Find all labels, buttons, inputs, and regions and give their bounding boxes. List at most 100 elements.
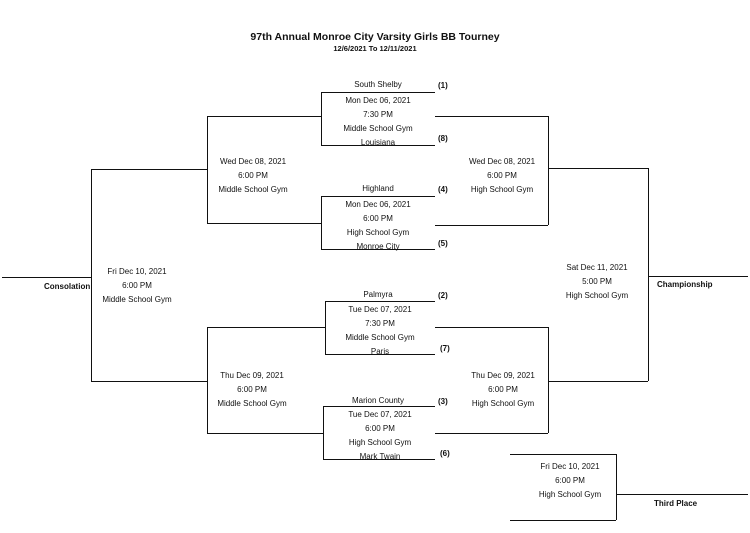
third-place-bottom-line — [510, 520, 616, 521]
left-semi-2-time: 6:00 PM — [237, 385, 267, 394]
third-place-vertical — [616, 454, 617, 520]
left-semi-1-info: Wed Dec 08, 2021 6:00 PM Middle School G… — [193, 155, 313, 197]
consolation-result-line — [2, 277, 91, 278]
consolation-vertical — [91, 169, 92, 381]
game-2-bottom-team: Monroe City — [356, 242, 400, 251]
game-4-left-line — [323, 406, 324, 459]
game-3-venue: Middle School Gym — [345, 333, 415, 342]
game-1-bottom-line — [321, 145, 435, 146]
right-semi-2-time: 6:00 PM — [488, 385, 518, 394]
consolation-venue: Middle School Gym — [102, 295, 172, 304]
right-semi-2-info: Thu Dec 09, 2021 6:00 PM High School Gym — [443, 369, 563, 411]
game-3-left-line — [325, 301, 326, 354]
game-2-top-team: Highland — [362, 184, 394, 193]
game-1-date: Mon Dec 06, 2021 — [345, 96, 411, 105]
game-1-left-line — [321, 92, 322, 145]
consolation-info: Fri Dec 10, 2021 6:00 PM Middle School G… — [77, 265, 197, 307]
consolation-time: 6:00 PM — [122, 281, 152, 290]
game-2-time: 6:00 PM — [363, 214, 393, 223]
right-semi-2-venue: High School Gym — [471, 399, 535, 408]
right-semi-1-date: Wed Dec 08, 2021 — [468, 157, 536, 166]
game-4-top-line — [323, 406, 435, 407]
game-1-venue: Middle School Gym — [343, 124, 413, 133]
championship-top-line — [548, 168, 648, 169]
left-semi-2-bottom-line — [207, 433, 323, 434]
game-1-bottom-seed: (8) — [438, 134, 448, 143]
game-2-date: Mon Dec 06, 2021 — [345, 200, 411, 209]
game-2-left-line — [321, 196, 322, 249]
left-semi-1-top-line — [207, 116, 321, 117]
third-place-date: Fri Dec 10, 2021 — [540, 462, 600, 471]
championship-date: Sat Dec 11, 2021 — [566, 263, 628, 272]
left-semi-1-vertical — [207, 116, 208, 223]
game-1-top-line — [321, 92, 435, 93]
game-1-bottom-team: Louisiana — [360, 138, 396, 147]
championship-label: Championship — [657, 280, 713, 289]
championship-bottom-line — [548, 381, 648, 382]
championship-info: Sat Dec 11, 2021 5:00 PM High School Gym — [537, 261, 657, 303]
game-1-info: Mon Dec 06, 2021 7:30 PM Middle School G… — [318, 94, 438, 150]
left-semi-1-date: Wed Dec 08, 2021 — [219, 157, 287, 166]
consolation-bottom-line — [91, 381, 207, 382]
game-3-bottom-seed: (7) — [440, 344, 450, 353]
championship-vertical — [648, 168, 649, 381]
game-4-date: Tue Dec 07, 2021 — [348, 410, 412, 419]
game-2-top-seed: (4) — [438, 185, 448, 194]
third-place-venue: High School Gym — [538, 490, 602, 499]
left-semi-2-top-line — [207, 327, 325, 328]
game-4-time: 6:00 PM — [365, 424, 395, 433]
left-semi-1-bottom-line — [207, 223, 321, 224]
third-place-top-line — [510, 454, 616, 455]
game-2-bottom-line — [321, 249, 435, 250]
bracket-title: 97th Annual Monroe City Varsity Girls BB… — [250, 31, 500, 43]
game-3-info: Tue Dec 07, 2021 7:30 PM Middle School G… — [320, 303, 440, 359]
left-semi-2-date: Thu Dec 09, 2021 — [220, 371, 284, 380]
consolation-date: Fri Dec 10, 2021 — [107, 267, 167, 276]
game-4-bottom-line — [323, 459, 435, 460]
right-semi-2-date: Thu Dec 09, 2021 — [471, 371, 535, 380]
third-place-label: Third Place — [654, 499, 698, 508]
right-semi-1-venue: High School Gym — [470, 185, 534, 194]
game-2-venue: High School Gym — [346, 228, 410, 237]
game-4-top-seed: (3) — [438, 397, 448, 406]
right-semi-2-top-line — [435, 327, 548, 328]
right-semi-1-info: Wed Dec 08, 2021 6:00 PM High School Gym — [442, 155, 562, 197]
game-4-venue: High School Gym — [348, 438, 412, 447]
left-semi-1-time: 6:00 PM — [238, 171, 268, 180]
game-3-top-line — [325, 301, 435, 302]
right-semi-2-bottom-line — [435, 433, 548, 434]
game-3-bottom-line — [325, 354, 435, 355]
right-semi-1-top-line — [435, 116, 548, 117]
championship-time: 5:00 PM — [582, 277, 612, 286]
game-3-time: 7:30 PM — [365, 319, 395, 328]
game-3-date: Tue Dec 07, 2021 — [348, 305, 412, 314]
right-semi-1-bottom-line — [435, 225, 548, 226]
third-place-result-line — [616, 494, 748, 495]
game-4-top-team: Marion County — [351, 396, 405, 405]
left-semi-2-venue: Middle School Gym — [217, 399, 287, 408]
bracket-dates: 12/6/2021 To 12/11/2021 — [333, 44, 417, 53]
game-2-bottom-seed: (5) — [438, 239, 448, 248]
game-1-time: 7:30 PM — [363, 110, 393, 119]
game-3-bottom-team: Paris — [370, 347, 390, 356]
right-semi-1-vertical — [548, 116, 549, 225]
game-3-top-seed: (2) — [438, 291, 448, 300]
third-place-time: 6:00 PM — [555, 476, 585, 485]
right-semi-2-vertical — [548, 327, 549, 433]
game-4-bottom-team: Mark Twain — [359, 452, 401, 461]
left-semi-2-info: Thu Dec 09, 2021 6:00 PM Middle School G… — [192, 369, 312, 411]
consolation-top-line — [91, 169, 207, 170]
consolation-label: Consolation — [44, 282, 91, 291]
game-4-info: Tue Dec 07, 2021 6:00 PM High School Gym… — [320, 408, 440, 464]
left-semi-2-vertical — [207, 327, 208, 433]
left-semi-1-venue: Middle School Gym — [218, 185, 288, 194]
game-4-bottom-seed: (6) — [440, 449, 450, 458]
third-place-info: Fri Dec 10, 2021 6:00 PM High School Gym — [510, 460, 630, 502]
game-1-top-team: South Shelby — [354, 80, 402, 89]
game-3-top-team: Palmyra — [363, 290, 393, 299]
right-semi-1-time: 6:00 PM — [487, 171, 517, 180]
game-1-top-seed: (1) — [438, 81, 448, 90]
championship-result-line — [648, 276, 748, 277]
game-2-info: Mon Dec 06, 2021 6:00 PM High School Gym… — [318, 198, 438, 254]
championship-venue: High School Gym — [565, 291, 629, 300]
